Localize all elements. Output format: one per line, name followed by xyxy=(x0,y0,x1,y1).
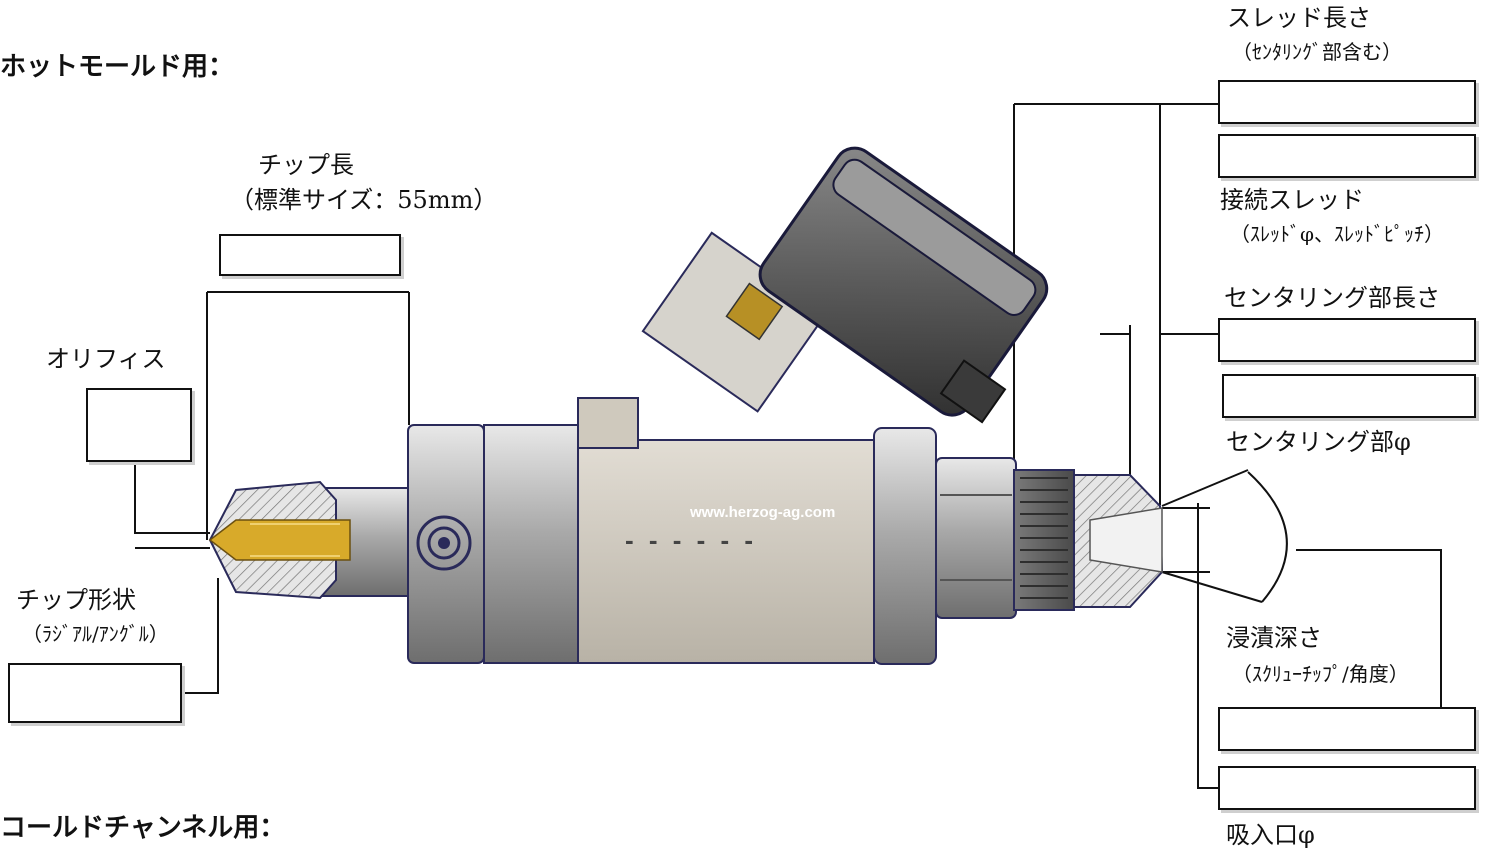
tip-length-title: チップ長 xyxy=(258,151,354,179)
inlet-dia-input[interactable] xyxy=(1218,766,1476,810)
connection-thread-sub: （ｽﾚｯﾄﾞφ、ｽﾚｯﾄﾞﾋﾟｯﾁ） xyxy=(1230,222,1445,246)
connection-thread-input[interactable] xyxy=(1218,134,1476,178)
tip-shape-sub: （ﾗｼﾞｱﾙ/ｱﾝｸﾞﾙ） xyxy=(22,622,169,646)
centering-dia-input[interactable] xyxy=(1222,374,1476,418)
connection-thread-title: 接続スレッド xyxy=(1220,186,1364,214)
tip-length-sub: （標準サイズ：55mm） xyxy=(230,186,498,214)
nozzle-body xyxy=(577,397,937,665)
body-dashes: - - - - - - xyxy=(625,525,757,555)
tip-shape-input[interactable] xyxy=(8,663,182,723)
centering-length-label: センタリング部長さ xyxy=(1224,284,1440,312)
hex-nut xyxy=(935,457,1017,619)
immersion-input[interactable] xyxy=(1218,707,1476,751)
thread-length-input[interactable] xyxy=(1218,80,1476,124)
immersion-sub: （ｽｸﾘｭｰﾁｯﾌﾟ/角度） xyxy=(1232,662,1409,686)
immersion-title: 浸漬深さ xyxy=(1226,624,1322,652)
inlet-dia-label: 吸入口φ xyxy=(1226,821,1315,849)
orifice-leader xyxy=(134,462,210,534)
orifice-label: オリフィス xyxy=(46,345,166,373)
actuator-head xyxy=(641,146,1049,424)
tip-shape-leader xyxy=(182,578,219,694)
body-url-text: www.herzog-ag.com xyxy=(689,504,835,521)
centering-length-input[interactable] xyxy=(1218,318,1476,362)
cold-channel-heading: コールドチャンネル用： xyxy=(0,813,286,843)
hot-mold-heading: ホットモールド用： xyxy=(0,52,235,82)
tip-shape-title: チップ形状 xyxy=(16,586,136,614)
nozzle-tip xyxy=(208,480,413,600)
orifice-input[interactable] xyxy=(86,388,192,462)
tip-length-input[interactable] xyxy=(219,234,401,276)
connection-thread xyxy=(1013,469,1164,611)
angle-arc xyxy=(1247,471,1288,603)
centering-dia-label: センタリング部φ xyxy=(1226,428,1411,456)
thread-length-title: スレッド長さ xyxy=(1227,4,1371,32)
thread-length-sub: （ｾﾝﾀﾘﾝｸﾞ部含む） xyxy=(1232,40,1402,64)
angle-line-lower xyxy=(1161,571,1263,603)
immersion-leader xyxy=(1296,549,1442,707)
inlet-leader xyxy=(1197,577,1218,789)
angle-line-upper xyxy=(1161,469,1249,507)
front-flange xyxy=(407,424,579,664)
